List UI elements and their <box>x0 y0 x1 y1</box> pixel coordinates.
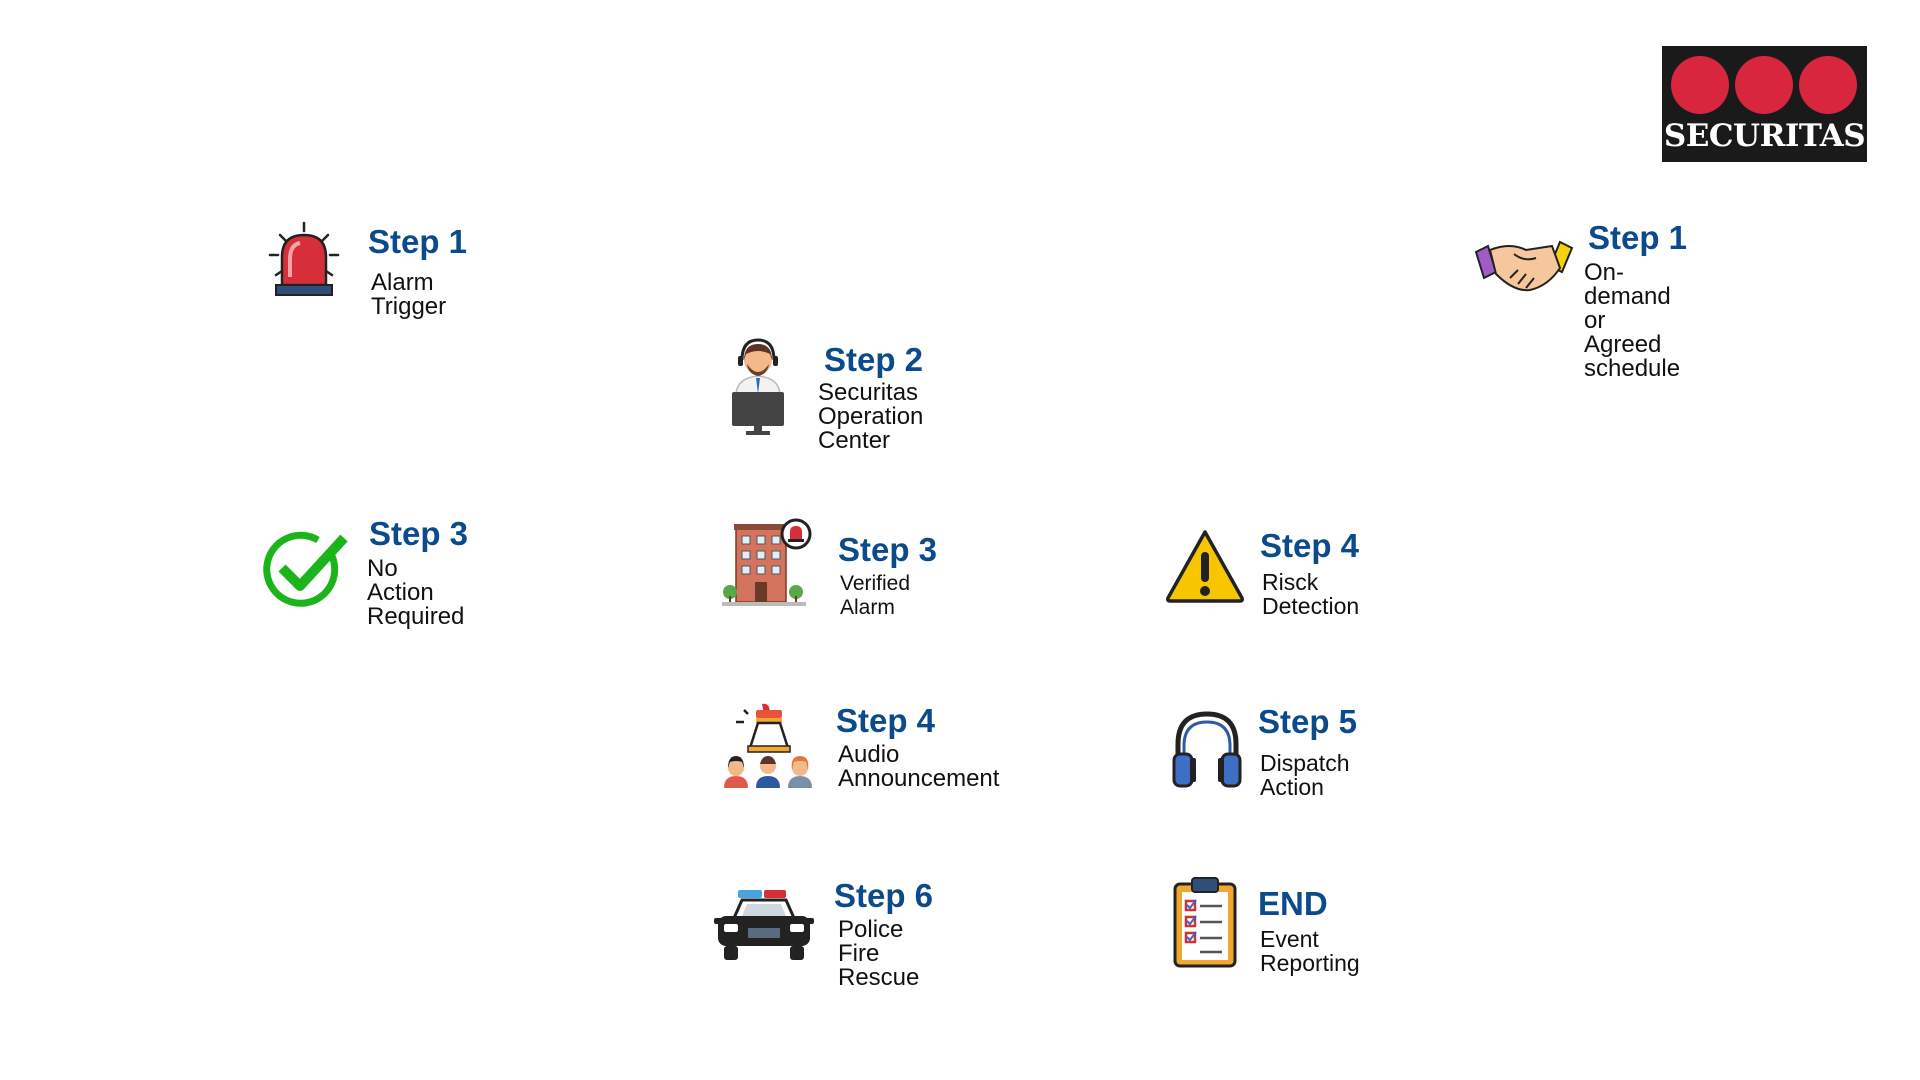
step-description: Risck Detection <box>1262 569 1360 619</box>
step-description: Event Reporting <box>1260 926 1360 976</box>
clipboard-icon <box>1173 877 1237 968</box>
police-car-icon <box>714 890 814 960</box>
headphones-icon <box>1172 711 1242 788</box>
step-title: Step 1 <box>368 223 468 260</box>
step-description: Police Fire Rescue <box>838 916 920 991</box>
step-title: Step 5 <box>1258 703 1358 740</box>
step-description: On-demand or Agreed schedule <box>1584 259 1681 382</box>
siren-icon <box>268 221 340 296</box>
handshake-icon <box>1474 240 1574 292</box>
step-description: Verified Alarm <box>840 572 911 619</box>
step-description: No Action Required <box>367 555 465 630</box>
step-title: Step 3 <box>369 515 469 552</box>
step-description: Audio Announcement <box>838 741 1000 792</box>
step-title: END <box>1258 885 1328 922</box>
securitas-logo: SECURITAS <box>1662 46 1867 162</box>
building-alarm-icon <box>722 518 812 606</box>
warning-icon <box>1166 530 1244 603</box>
step-title: Step 6 <box>834 877 934 914</box>
logo-wordmark: SECURITAS <box>1663 118 1866 154</box>
step-title: Step 2 <box>824 341 924 378</box>
step-description: Dispatch Action <box>1260 750 1350 800</box>
step-title: Step 1 <box>1588 219 1688 256</box>
step-description: Alarm Trigger <box>371 269 447 320</box>
step-description: Securitas Operation Center <box>818 379 924 454</box>
step-title: Step 4 <box>1260 527 1360 564</box>
logo-dots <box>1671 56 1857 114</box>
megaphone-people-icon <box>724 703 812 788</box>
step-title: Step 4 <box>836 702 936 739</box>
checkmark-icon <box>263 531 348 607</box>
operator-icon <box>732 338 784 435</box>
step-title: Step 3 <box>838 531 938 568</box>
